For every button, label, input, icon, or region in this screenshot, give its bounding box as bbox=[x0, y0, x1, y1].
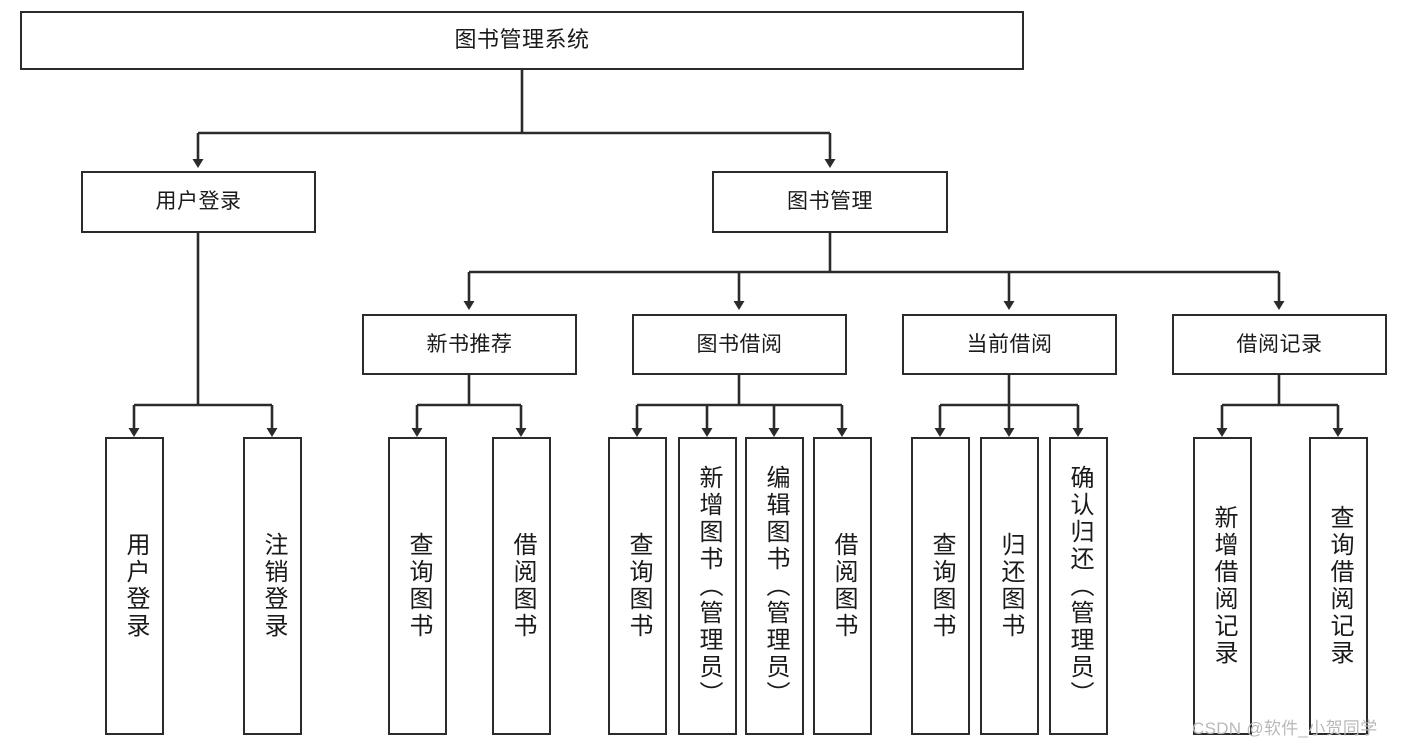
leaf-borrow-borrow-book[interactable]: 借阅图书 bbox=[813, 437, 872, 735]
node-label: 查询图书 bbox=[927, 532, 955, 640]
leaf-current-query-book[interactable]: 查询图书 bbox=[911, 437, 970, 735]
leaf-records-query-record[interactable]: 查询借阅记录 bbox=[1309, 437, 1368, 735]
leaf-logout[interactable]: 注销登录 bbox=[243, 437, 302, 735]
node-label: 当前借阅 bbox=[966, 332, 1053, 356]
node-book-management[interactable]: 图书管理 bbox=[712, 171, 948, 233]
leaf-recommend-query-book[interactable]: 查询图书 bbox=[388, 437, 447, 735]
node-label: 用户登录 bbox=[121, 532, 149, 640]
node-label: 查询图书 bbox=[404, 532, 432, 640]
node-label: 查询图书 bbox=[624, 532, 652, 640]
node-label: 用户登录 bbox=[155, 190, 242, 214]
leaf-borrow-edit-book[interactable]: 编辑图书（管理员） bbox=[745, 437, 804, 735]
node-current-borrow[interactable]: 当前借阅 bbox=[902, 314, 1117, 375]
node-label: 图书管理系统 bbox=[454, 27, 590, 53]
node-label: 借阅图书 bbox=[508, 532, 536, 640]
node-user-login[interactable]: 用户登录 bbox=[81, 171, 316, 233]
leaf-borrow-add-book[interactable]: 新增图书（管理员） bbox=[678, 437, 737, 735]
node-label: 注销登录 bbox=[259, 532, 287, 640]
node-root-system[interactable]: 图书管理系统 bbox=[20, 11, 1024, 70]
leaf-borrow-query-book[interactable]: 查询图书 bbox=[608, 437, 667, 735]
node-label: 新书推荐 bbox=[426, 332, 513, 356]
csdn-watermark: CSDN @软件_小贺同学 bbox=[1192, 719, 1378, 738]
node-label: 确认归还（管理员） bbox=[1065, 464, 1093, 708]
node-new-book-recommend[interactable]: 新书推荐 bbox=[362, 314, 577, 375]
node-label: 新增图书（管理员） bbox=[694, 464, 722, 708]
leaf-records-add-record[interactable]: 新增借阅记录 bbox=[1193, 437, 1252, 735]
node-label: 图书管理 bbox=[787, 190, 873, 214]
node-label: 归还图书 bbox=[996, 532, 1024, 640]
node-book-borrow[interactable]: 图书借阅 bbox=[632, 314, 847, 375]
node-label: 编辑图书（管理员） bbox=[761, 464, 789, 708]
leaf-current-confirm-return[interactable]: 确认归还（管理员） bbox=[1049, 437, 1108, 735]
node-label: 新增借阅记录 bbox=[1209, 505, 1237, 667]
node-borrow-records[interactable]: 借阅记录 bbox=[1172, 314, 1387, 375]
node-label: 借阅记录 bbox=[1236, 332, 1323, 356]
leaf-current-return-book[interactable]: 归还图书 bbox=[980, 437, 1039, 735]
leaf-recommend-borrow-book[interactable]: 借阅图书 bbox=[492, 437, 551, 735]
node-label: 图书借阅 bbox=[696, 332, 783, 356]
node-label: 查询借阅记录 bbox=[1325, 505, 1353, 667]
leaf-user-login[interactable]: 用户登录 bbox=[105, 437, 164, 735]
node-label: 借阅图书 bbox=[829, 532, 857, 640]
